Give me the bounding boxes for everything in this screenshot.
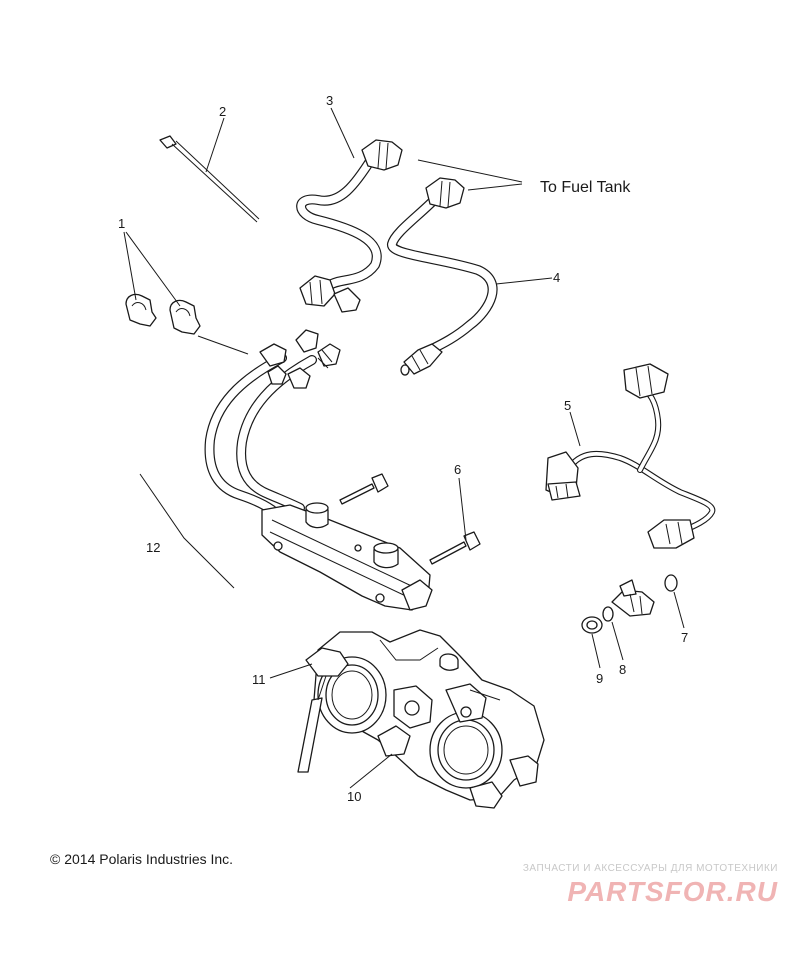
callout-3: 3 <box>326 93 333 108</box>
callout-5: 5 <box>564 398 571 413</box>
watermark-brand: PARTSFOR.RU <box>567 876 778 907</box>
part-7-o-ring <box>664 574 678 592</box>
part-4-fuel-hose <box>387 177 498 376</box>
leader-lines <box>123 107 685 789</box>
part-5-wire-harness <box>545 363 716 549</box>
watermark-tagline: ЗАПЧАСТИ И АКСЕССУАРЫ ДЛЯ МОТОТЕХНИКИ <box>522 863 778 874</box>
copyright-notice: © 2014 Polaris Industries Inc. <box>50 851 234 867</box>
part-1-hose-clamps <box>125 293 201 335</box>
part-8-seal <box>602 606 614 622</box>
callout-1: 1 <box>118 216 125 231</box>
callout-12: 12 <box>146 540 160 555</box>
part-8-injector <box>611 579 655 617</box>
callout-10: 10 <box>347 789 361 804</box>
part-12-fuel-rail <box>204 329 433 611</box>
callout-8: 8 <box>619 662 626 677</box>
callout-11: 11 <box>252 672 266 687</box>
callout-4: 4 <box>553 270 560 285</box>
part-6-bolts <box>339 473 481 565</box>
part-11-sensor <box>297 647 349 773</box>
part-10-throttle-body <box>313 629 545 809</box>
fuel-tank-label: To Fuel Tank <box>540 179 631 196</box>
part-2-cable-tie <box>159 135 260 223</box>
part-3-fuel-hose <box>296 139 403 313</box>
callout-6: 6 <box>454 462 461 477</box>
callout-9: 9 <box>596 671 603 686</box>
part-9-grommet <box>581 616 603 634</box>
callout-2: 2 <box>219 104 226 119</box>
callout-7: 7 <box>681 630 688 645</box>
